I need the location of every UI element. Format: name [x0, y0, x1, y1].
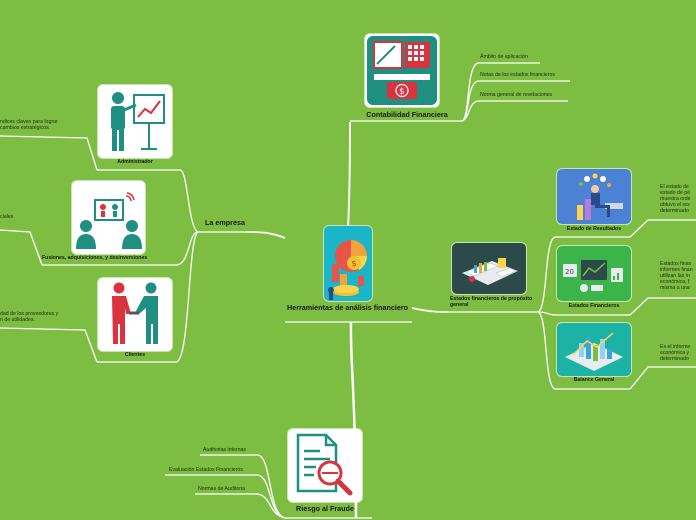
fraude-title[interactable]: Riesgo al Fraude: [296, 504, 354, 513]
presenter-icon: [111, 92, 165, 151]
svg-text:$: $: [399, 87, 405, 97]
center-title[interactable]: Herramientas de análisis financiero: [287, 303, 409, 312]
administrador-title[interactable]: Administrador: [117, 159, 153, 165]
clientes-image: [98, 278, 172, 351]
contabilidad-item[interactable]: Ámbito de aplicación: [480, 54, 528, 60]
resultados-note[interactable]: El estado de estado de pé muestra orde o…: [660, 184, 691, 214]
center-image: $: [324, 226, 372, 301]
empresa-title[interactable]: La empresa: [205, 218, 245, 227]
fraude-image: [288, 429, 362, 502]
balance-title[interactable]: Balance General: [573, 377, 615, 383]
fusiones-image: [72, 181, 145, 254]
clientes-note[interactable]: dad de los proveedores y n de utilidades…: [0, 311, 59, 323]
handshake-icon: [112, 282, 158, 344]
meeting-icon: [76, 192, 142, 249]
contabilidad-item[interactable]: Notas de los estados financieros: [480, 72, 555, 78]
fusiones-note[interactable]: ciales: [0, 214, 14, 220]
estados-title[interactable]: Estados financieros de propósito general: [450, 296, 533, 308]
financieros-note[interactable]: Estados finan informes finan utilizan la…: [660, 261, 693, 291]
svg-text:20: 20: [565, 268, 574, 276]
contabilidad-item[interactable]: Norma general de revelaciones: [480, 92, 553, 98]
administrador-image: [98, 85, 172, 158]
svg-text:$: $: [352, 259, 357, 268]
contabilidad-image: $: [365, 34, 439, 107]
clientes-title[interactable]: Clientes: [124, 352, 146, 358]
dashboard-icon: 20: [563, 260, 623, 292]
contabilidad-title[interactable]: Contabilidad Financiera: [366, 110, 448, 119]
balance-image: [557, 323, 631, 376]
administrador-note[interactable]: ndices claves para lograr cambios estrat…: [0, 119, 58, 131]
city-growth-icon: [565, 332, 623, 371]
document-search-icon: [296, 433, 353, 496]
fraude-item[interactable]: Normas de Auditoria: [198, 486, 245, 492]
analyst-icon: [577, 173, 623, 220]
atm-icon: $: [367, 36, 437, 105]
fusiones-title[interactable]: Fusiones, adquisiciones, y desinversione…: [42, 255, 148, 261]
fraude-item[interactable]: Evaluación Estados Financieros: [169, 467, 243, 473]
estados-image: [452, 243, 526, 294]
financieros-image: 20: [557, 246, 631, 301]
resultados-image: [557, 169, 631, 224]
financieros-title[interactable]: Estados Financieros: [568, 303, 620, 309]
resultados-title[interactable]: Estado de Resultados: [566, 226, 622, 232]
reports-icon: [462, 258, 518, 285]
money-growth-icon: $: [328, 240, 368, 300]
fraude-item[interactable]: Auditorias internas: [203, 447, 246, 453]
balance-note[interactable]: Es el informe económica y determinado: [660, 344, 691, 362]
